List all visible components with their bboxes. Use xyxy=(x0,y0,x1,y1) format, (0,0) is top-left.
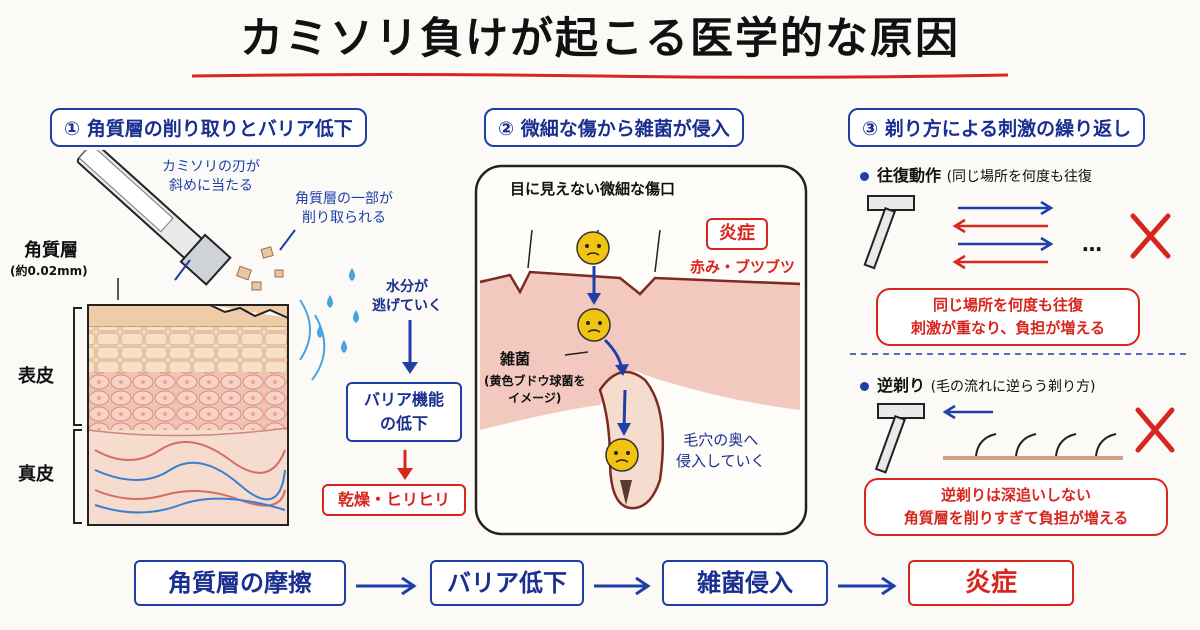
bullet-icon xyxy=(860,172,869,181)
cross-icon xyxy=(1135,407,1175,453)
arrow-right-icon xyxy=(594,576,651,596)
bacteria-sub-label: (黄色ブドウ球菌を イメージ) xyxy=(484,374,586,405)
back-and-forth-warning: 同じ場所を何度も往復 刺激が重なり、負担が増える xyxy=(876,288,1140,346)
barrier-decline-box: バリア機能 の低下 xyxy=(346,382,462,442)
back-and-forth-title: 往復動作 (同じ場所を何度も往復 xyxy=(860,162,1092,186)
scrape-note: 角質層の一部が 削り取られる xyxy=(295,191,393,226)
section2-heading: ② 微細な傷から雑菌が侵入 xyxy=(484,108,744,147)
water-escape-note: 水分が 逃げていく xyxy=(372,279,442,314)
layer-thickness-label: (約0.02mm) xyxy=(10,264,88,278)
page-title: カミソリ負けが起こる医学的な原因 xyxy=(240,14,960,64)
bacteria-icon xyxy=(577,308,611,342)
against-grain-title: 逆剃り (毛の流れに逆らう剃り方) xyxy=(860,372,1096,396)
ellipsis: … xyxy=(1082,232,1102,256)
skin-cross-section-illustration xyxy=(73,150,418,526)
arrow-right-icon xyxy=(356,576,417,596)
micro-wound-label: 目に見えない微細な傷口 xyxy=(510,180,676,198)
bacteria-invasion-illustration xyxy=(474,164,808,536)
razor-icon xyxy=(874,403,925,474)
dermis-label: 真皮 xyxy=(18,464,54,485)
against-grain-warning: 逆剃りは深追いしない 角質層を削りすぎて負担が増える xyxy=(864,478,1168,536)
flow-step-inflammation: 炎症 xyxy=(908,560,1074,606)
inflammation-box: 炎症 xyxy=(706,218,768,250)
section3-heading: ③ 剃り方による刺激の繰り返し xyxy=(848,108,1146,147)
flow-step-friction: 角質層の摩擦 xyxy=(134,560,346,606)
stratum-corneum-label: 角質層 xyxy=(24,240,78,261)
redness-label: 赤み・ブツブツ xyxy=(690,258,796,276)
razor-angle-note: カミソリの刃が 斜めに当たる xyxy=(162,159,260,194)
bacteria-label: 雑菌 xyxy=(500,350,531,368)
bacteria-icon xyxy=(605,438,639,472)
arrow-right-icon xyxy=(838,576,897,596)
cross-icon xyxy=(1130,213,1171,259)
dryness-box: 乾燥・ヒリヒリ xyxy=(322,484,466,516)
back-and-forth-illustration xyxy=(863,195,1171,270)
pore-invasion-note: 毛穴の奥へ 侵入していく xyxy=(676,431,766,470)
flow-step-barrier: バリア低下 xyxy=(430,560,584,606)
flow-arrows xyxy=(356,576,897,596)
title-underline xyxy=(191,73,1009,79)
razor-icon xyxy=(863,195,915,270)
flow-step-bacteria: 雑菌侵入 xyxy=(662,560,828,606)
section3-divider xyxy=(850,353,1186,355)
epidermis-label: 表皮 xyxy=(18,366,54,387)
section1-heading: ① 角質層の削り取りとバリア低下 xyxy=(50,108,367,147)
against-grain-illustration xyxy=(874,403,1175,474)
bacteria-icon xyxy=(576,231,610,265)
bullet-icon xyxy=(860,382,869,391)
